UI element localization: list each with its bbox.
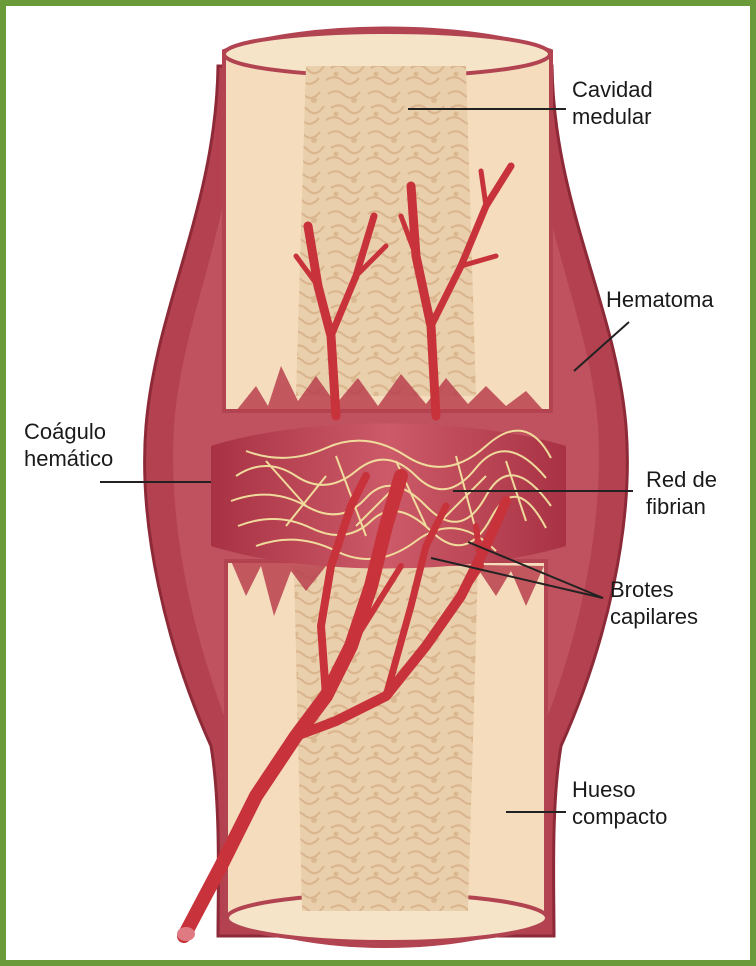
label-hueso-compacto: Hueso compacto bbox=[572, 776, 667, 830]
label-brotes-capilares: Brotes capilares bbox=[610, 576, 698, 630]
label-coagulo-line1: Coágulo bbox=[24, 418, 113, 445]
label-red-line1: Red de bbox=[646, 466, 717, 493]
label-red-de-fibrian: Red de fibrian bbox=[646, 466, 717, 520]
label-hematoma-line1: Hematoma bbox=[606, 286, 714, 313]
label-brotes-line2: capilares bbox=[610, 603, 698, 630]
label-hueso-line1: Hueso bbox=[572, 776, 667, 803]
label-cavidad-medular: Cavidad medular bbox=[572, 76, 653, 130]
medullary-cavity bbox=[296, 66, 476, 396]
label-coagulo-line2: hemático bbox=[24, 445, 113, 472]
label-red-line2: fibrian bbox=[646, 493, 717, 520]
label-hematoma: Hematoma bbox=[606, 286, 714, 313]
label-cavidad-line1: Cavidad bbox=[572, 76, 653, 103]
label-coagulo-hematico: Coágulo hemático bbox=[24, 418, 113, 472]
label-brotes-line1: Brotes bbox=[610, 576, 698, 603]
label-hueso-line2: compacto bbox=[572, 803, 667, 830]
label-cavidad-line2: medular bbox=[572, 103, 653, 130]
